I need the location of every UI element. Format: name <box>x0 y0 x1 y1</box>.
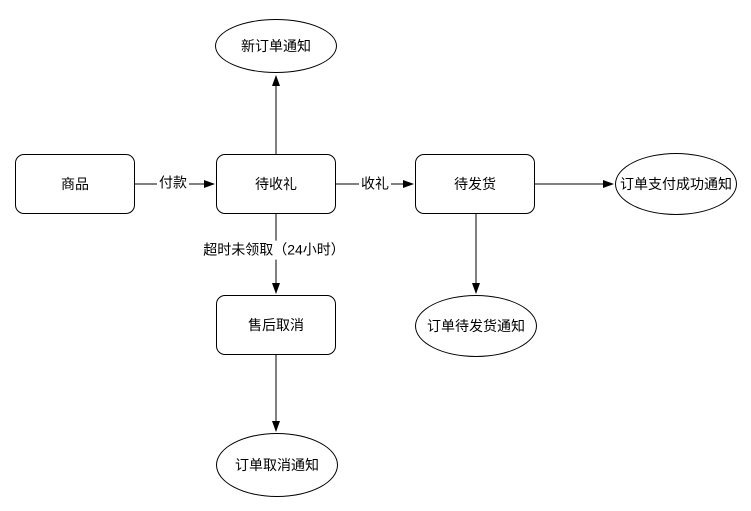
node-pending-ship-notice: 订单待发货通知 <box>415 295 537 357</box>
node-label: 新订单通知 <box>241 37 311 54</box>
node-label: 商品 <box>61 175 89 192</box>
node-label: 待发货 <box>454 175 496 192</box>
node-new-order-notice: 新订单通知 <box>215 19 337 73</box>
node-label: 待收礼 <box>255 175 297 192</box>
node-order-cancel-notice: 订单取消通知 <box>216 433 338 497</box>
node-pending-ship: 待发货 <box>415 154 535 214</box>
node-pay-success-notice: 订单支付成功通知 <box>615 153 737 215</box>
node-label: 订单支付成功通知 <box>620 175 732 192</box>
edge-label-receive-gift: 收礼 <box>359 174 391 194</box>
node-label: 订单取消通知 <box>235 456 319 473</box>
node-label: 售后取消 <box>248 316 304 333</box>
edge-label-payment: 付款 <box>157 173 189 193</box>
node-pending-receive-gift: 待收礼 <box>216 154 336 214</box>
node-product: 商品 <box>15 154 135 214</box>
node-label: 订单待发货通知 <box>427 317 525 334</box>
edge-label-timeout-unclaimed: 超时未领取（24小时） <box>201 240 347 260</box>
node-aftersale-cancel: 售后取消 <box>216 295 336 355</box>
